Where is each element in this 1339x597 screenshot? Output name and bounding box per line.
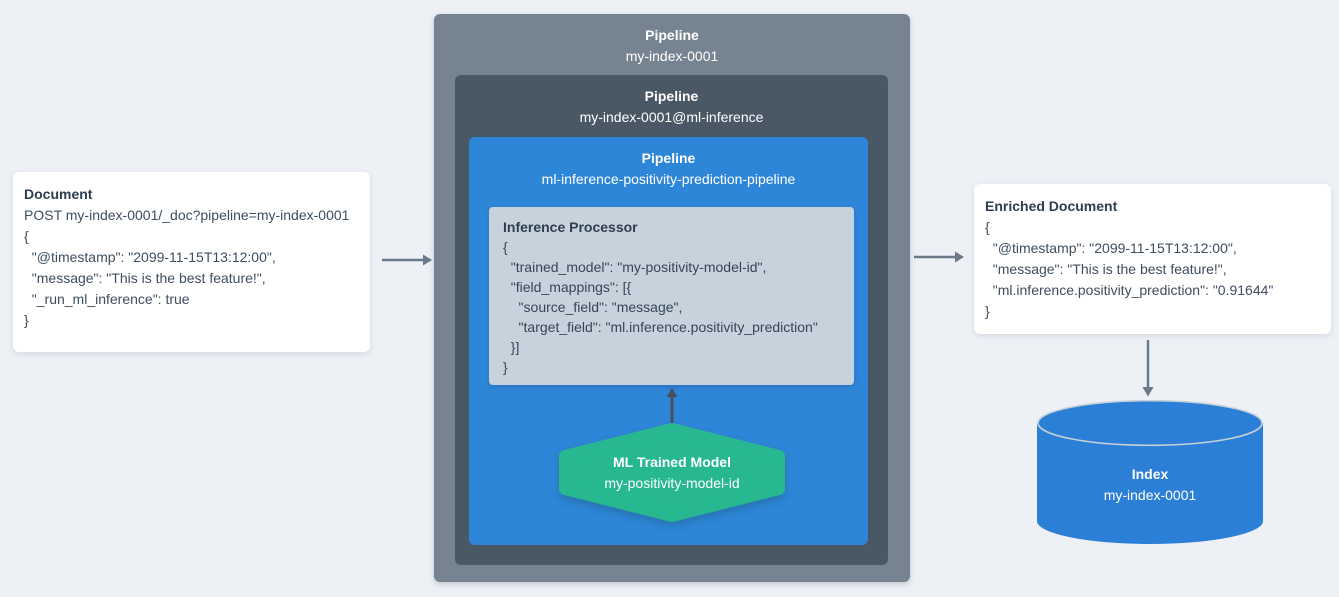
document-card-title: Document [24, 186, 93, 202]
code-line: } [985, 303, 990, 319]
code-line: "message": "This is the best feature!", [985, 261, 1227, 277]
index-title: Index [1131, 466, 1169, 482]
code-line: "message": "This is the best feature!", [24, 270, 266, 286]
code-line: "@timestamp": "2099-11-15T13:12:00", [24, 249, 276, 265]
code-line: "@timestamp": "2099-11-15T13:12:00", [985, 240, 1237, 256]
code-line: "trained_model": "my-positivity-model-id… [503, 259, 767, 275]
inference-processor-title: Inference Processor [503, 219, 638, 235]
arrow-model-to-processor-icon [666, 388, 678, 424]
code-line: { [503, 239, 508, 255]
code-line: "source_field": "message", [503, 299, 683, 315]
pipeline-positivity-header: Pipeline ml-inference-positivity-predict… [469, 137, 868, 190]
ml-trained-model-label: ML Trained Model my-positivity-model-id [559, 423, 785, 522]
ml-trained-model-name: my-positivity-model-id [604, 474, 740, 491]
pipeline-positivity-label: Pipeline [641, 150, 696, 166]
index-name: my-index-0001 [1103, 487, 1197, 503]
ml-trained-model-title: ML Trained Model [613, 453, 731, 470]
code-line: "_run_ml_inference": true [24, 291, 190, 307]
enriched-document-card: Enriched Document { "@timestamp": "2099-… [974, 184, 1331, 334]
ml-trained-model-node: ML Trained Model my-positivity-model-id [559, 423, 785, 522]
pipeline-outer-name: my-index-0001 [625, 48, 719, 64]
code-line: }] [503, 339, 520, 355]
database-cylinder-icon [1037, 400, 1263, 544]
code-line: "target_field": "ml.inference.positivity… [503, 319, 818, 335]
code-line: "field_mappings": [{ [503, 279, 632, 295]
hexagon-icon [559, 423, 785, 522]
code-line: POST my-index-0001/_doc?pipeline=my-inde… [24, 207, 350, 223]
pipeline-ml-inference-name: my-index-0001@ml-inference [579, 109, 764, 125]
code-line: { [24, 228, 29, 244]
code-line: { [985, 219, 990, 235]
pipeline-ml-inference-label: Pipeline [644, 88, 699, 104]
document-card: Document POST my-index-0001/_doc?pipelin… [13, 172, 370, 352]
inference-processor-box: Inference Processor { "trained_model": "… [489, 207, 854, 385]
pipeline-ml-inference-header: Pipeline my-index-0001@ml-inference [455, 75, 888, 128]
index-node: Index my-index-0001 [1037, 400, 1263, 544]
pipeline-positivity-name: ml-inference-positivity-prediction-pipel… [541, 171, 796, 187]
pipeline-outer-header: Pipeline my-index-0001 [434, 14, 910, 67]
arrow-document-to-pipeline-icon [382, 254, 432, 266]
index-label: Index my-index-0001 [1037, 464, 1263, 506]
pipeline-outer-label: Pipeline [645, 27, 699, 43]
code-line: } [503, 359, 508, 375]
code-line: } [24, 312, 29, 328]
code-line: "ml.inference.positivity_prediction": "0… [985, 282, 1274, 298]
arrow-pipeline-to-enriched-icon [914, 251, 964, 263]
arrow-enriched-to-index-icon [1142, 340, 1154, 397]
enriched-document-title: Enriched Document [985, 198, 1118, 214]
